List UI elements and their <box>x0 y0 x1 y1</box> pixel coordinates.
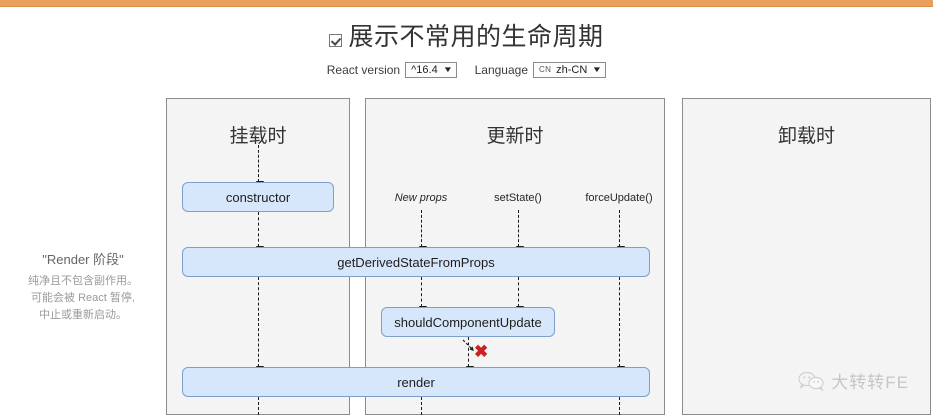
phase-title-updating: 更新时 <box>486 126 544 147</box>
node-should-component-update[interactable]: shouldComponentUpdate <box>381 307 555 337</box>
arrow-gdsfp-to-scu-right <box>515 277 524 314</box>
react-version-label: React version <box>326 63 401 77</box>
render-phase-annotation: "Render 阶段" 纯净且不包含副作用。 可能会被 React 暂停, 中止… <box>0 250 166 324</box>
arrow-set-state-to-gdsfp <box>515 210 524 254</box>
phase-panel-unmounting: 卸载时 <box>682 98 931 415</box>
lifecycle-diagram: "Render 阶段" 纯净且不包含副作用。 可能会被 React 暂停, 中止… <box>0 98 933 415</box>
render-phase-desc-line-3: 中止或重新启动。 <box>39 309 127 322</box>
arrow-render-down-update-left <box>421 397 423 415</box>
chevron-down-icon: ▼ <box>592 65 603 74</box>
bail-out-arrow-icon <box>462 339 474 351</box>
language-flag-icon: CN <box>539 65 552 74</box>
watermark-text: 大转转FE <box>831 373 909 392</box>
top-accent-bar <box>0 0 933 7</box>
language-label: Language <box>474 63 528 77</box>
trigger-label-set-state: setState() <box>494 192 542 204</box>
language-select[interactable]: CN zh-CN ▼ <box>533 62 607 78</box>
watermark: 大转转FE <box>798 368 909 393</box>
language-control: Language CN zh-CN ▼ <box>475 62 607 78</box>
trigger-label-new-props: New props <box>394 192 448 204</box>
wechat-icon <box>798 371 824 391</box>
node-constructor[interactable]: constructor <box>182 182 334 212</box>
page-title: 展示不常用的生命周期 <box>348 23 604 51</box>
react-version-control: React version ^16.4 ▼ <box>327 62 457 78</box>
render-phase-desc-line-2: 可能会被 React 暂停, <box>31 292 135 305</box>
arrow-render-down-update-right <box>619 397 621 415</box>
controls-row: React version ^16.4 ▼ Language CN zh-CN … <box>0 62 933 78</box>
render-phase-desc-line-1: 纯净且不包含副作用。 <box>28 275 138 288</box>
bail-out-x-mark: ✖ <box>474 342 489 361</box>
render-phase-description: 纯净且不包含副作用。 可能会被 React 暂停, 中止或重新启动。 <box>0 273 166 324</box>
react-version-value: ^16.4 <box>411 63 438 76</box>
react-version-select[interactable]: ^16.4 ▼ <box>405 62 457 78</box>
phase-title-mounting: 挂载时 <box>229 126 287 147</box>
show-uncommon-lifecycle-checkbox[interactable] <box>329 33 343 47</box>
page-title-row: 展示不常用的生命周期 <box>0 22 933 52</box>
arrow-force-update-to-render <box>616 277 625 374</box>
arrow-gdsfp-to-render-mount <box>255 277 264 374</box>
render-phase-title: "Render 阶段" <box>42 252 124 267</box>
arrow-constructor-to-gdsfp <box>255 212 264 254</box>
trigger-label-force-update: forceUpdate() <box>585 192 653 204</box>
node-get-derived-state-from-props[interactable]: getDerivedStateFromProps <box>182 247 650 277</box>
chevron-down-icon: ▼ <box>442 65 453 74</box>
arrow-gdsfp-to-scu-left <box>418 277 427 314</box>
arrow-force-update-to-gdsfp <box>616 210 625 254</box>
arrow-render-down-mount <box>258 397 260 415</box>
language-value: zh-CN <box>556 63 588 76</box>
phase-title-unmounting: 卸载时 <box>777 126 835 147</box>
arrow-new-props-to-gdsfp <box>418 210 427 254</box>
arrow-to-constructor <box>255 145 264 189</box>
node-render[interactable]: render <box>182 367 650 397</box>
